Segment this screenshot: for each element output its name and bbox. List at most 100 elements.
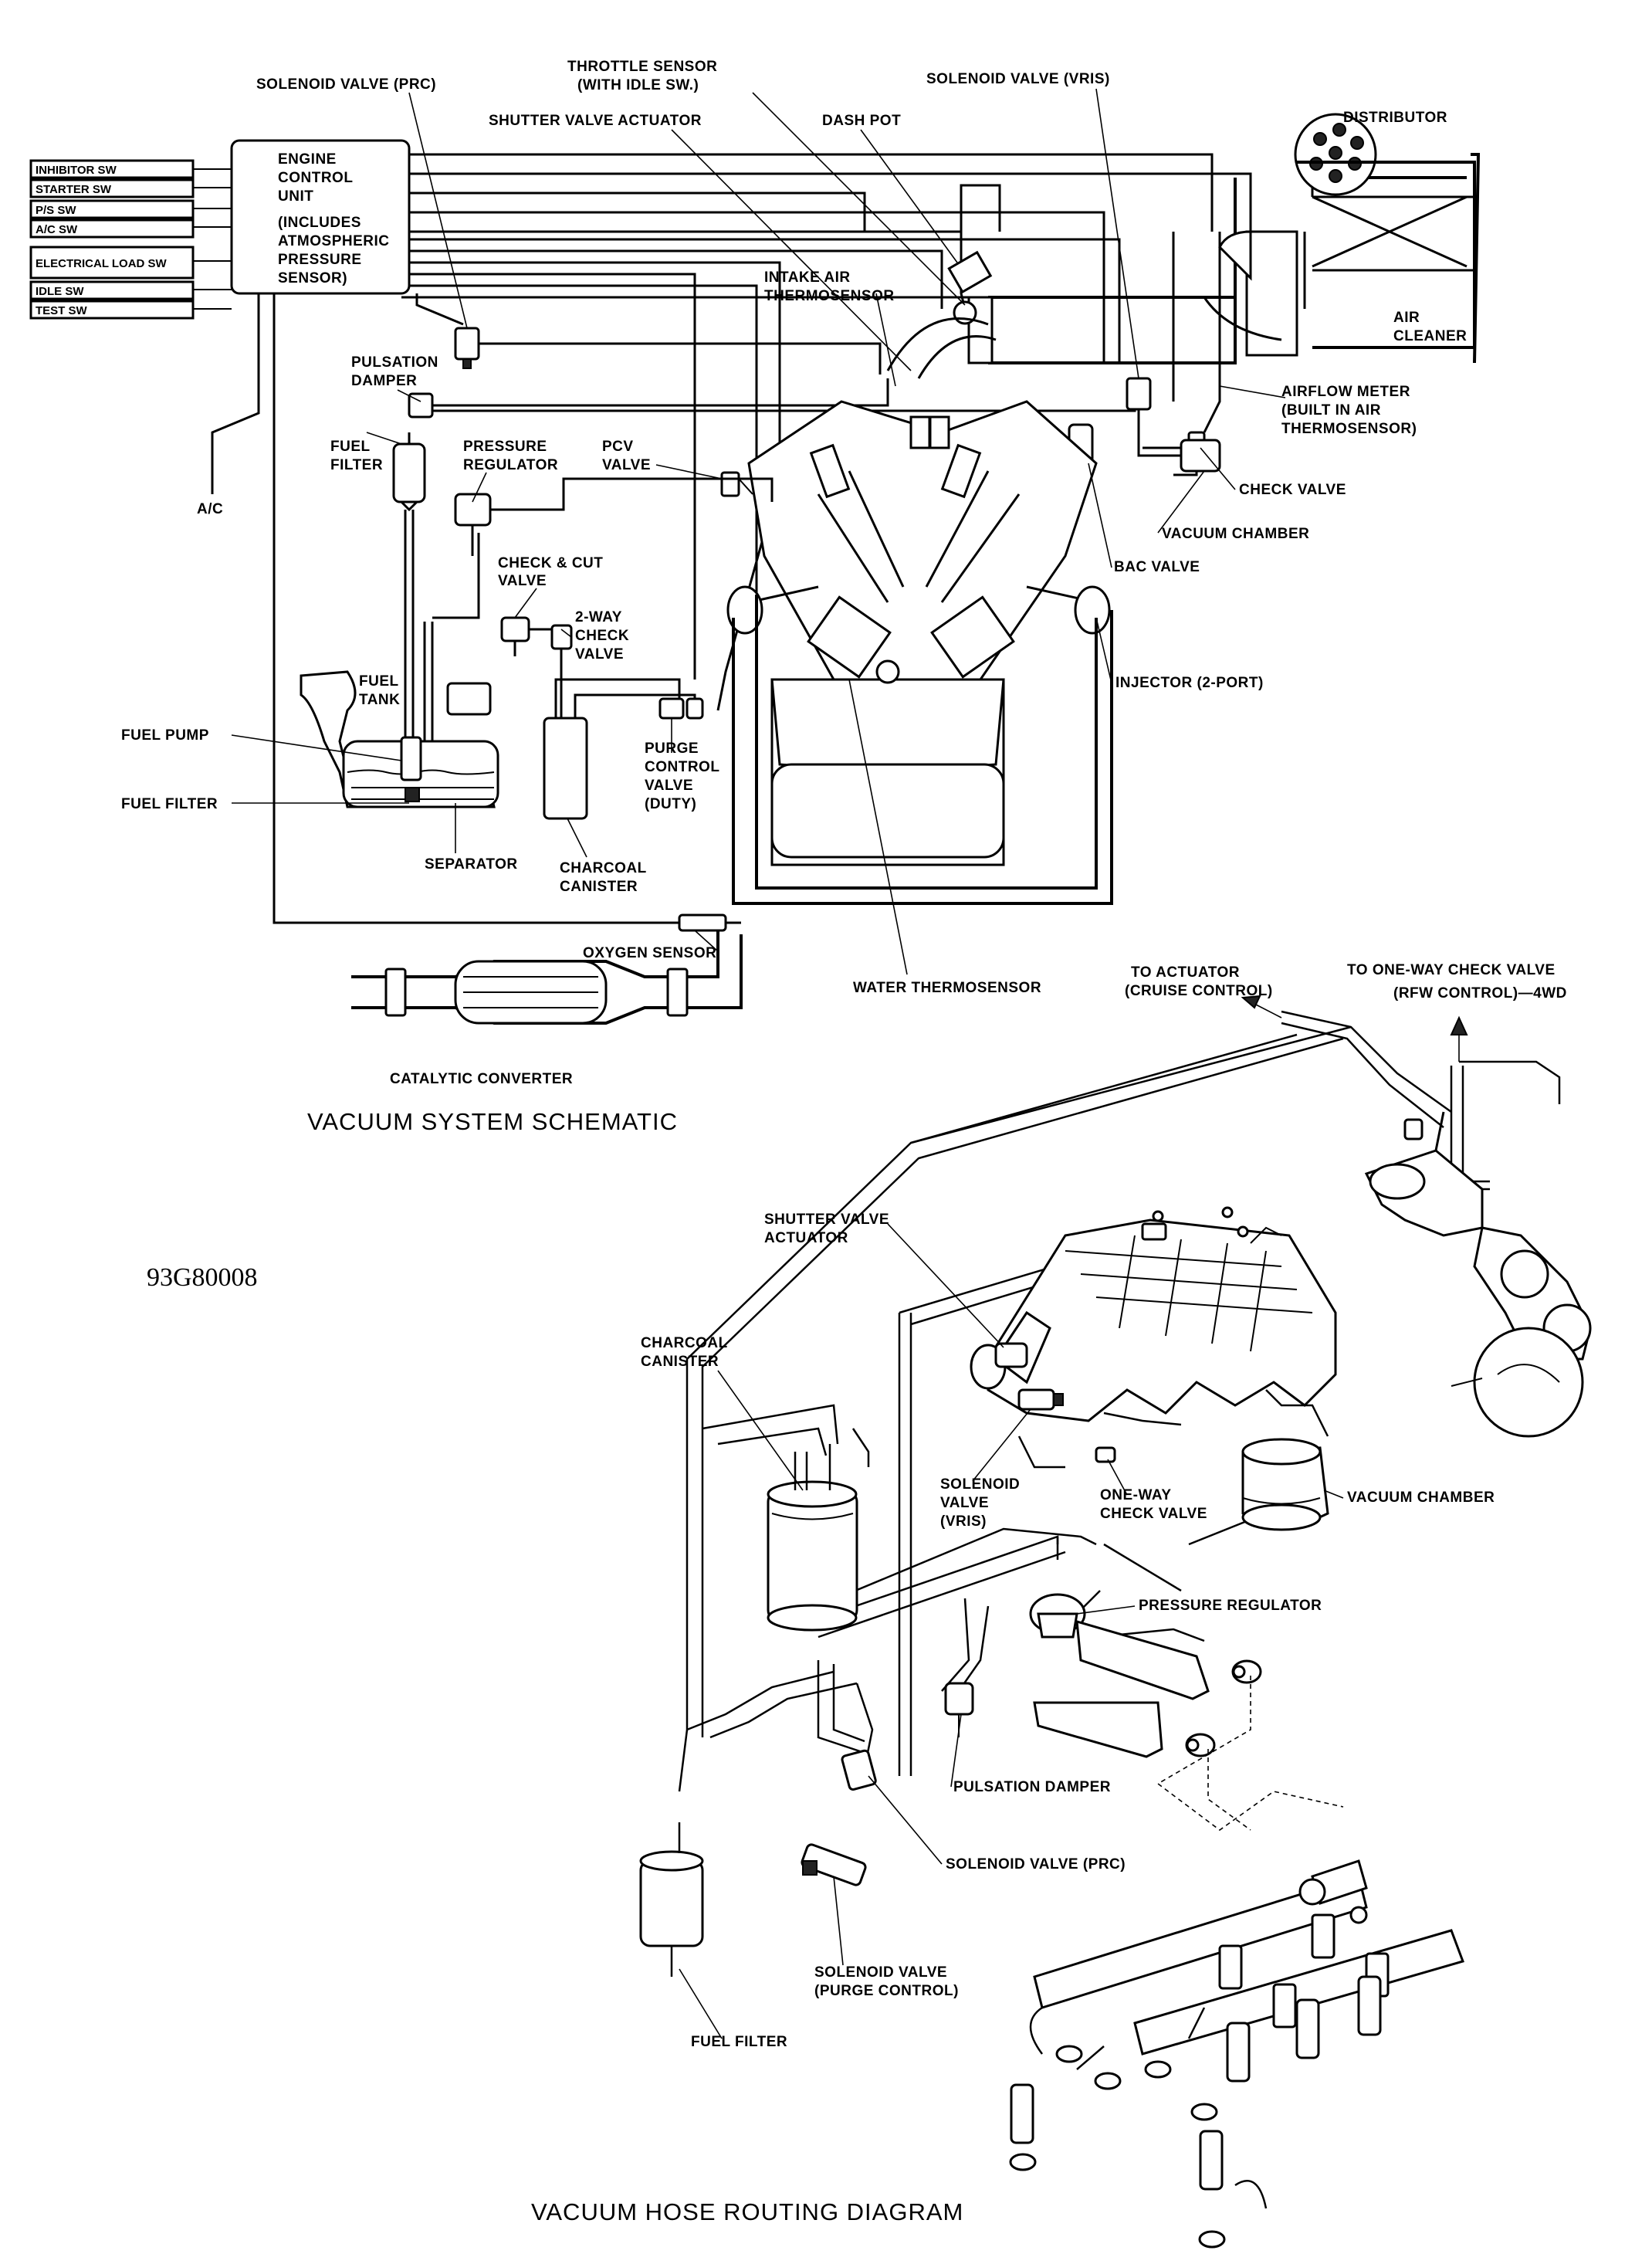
label-shutter-valve-routing: SHUTTER VALVE bbox=[764, 1212, 889, 1228]
dashed-guide bbox=[1156, 1676, 1344, 1831]
label-bac-valve: BAC VALVE bbox=[1114, 559, 1200, 575]
pcv-valve bbox=[720, 471, 753, 497]
label-separator: SEPARATOR bbox=[425, 856, 518, 873]
coolant-loop bbox=[755, 595, 1098, 890]
pressure-regulator bbox=[423, 477, 774, 749]
label-solenoid-vris-routing: SOLENOID bbox=[940, 1476, 1020, 1493]
label-pcv-sub: VALVE bbox=[602, 457, 651, 473]
label-oxygen-sensor: OXYGEN SENSOR bbox=[583, 945, 716, 961]
label-fuel-filter: FUEL bbox=[330, 439, 371, 455]
routing-leaders bbox=[679, 1223, 1344, 2039]
label-intake-air: INTAKE AIR bbox=[764, 269, 851, 286]
label-purge-sub3: (DUTY) bbox=[645, 796, 696, 812]
label-check-valve: CHECK VALVE bbox=[1239, 482, 1346, 498]
label-throttle-sensor-sub: (WITH IDLE SW.) bbox=[577, 77, 699, 93]
label-purge-sub: CONTROL bbox=[645, 759, 719, 775]
switch-label: P/S SW bbox=[36, 204, 76, 217]
label-pressure-regulator-routing: PRESSURE REGULATOR bbox=[1139, 1598, 1322, 1614]
label-fuel-tank-sub: TANK bbox=[359, 692, 400, 708]
purge-control-valve bbox=[658, 697, 704, 720]
label-vacuum-chamber: VACUUM CHAMBER bbox=[1162, 526, 1309, 542]
label-canister: CHARCOAL bbox=[560, 860, 647, 876]
label-distributor: DISTRIBUTOR bbox=[1343, 110, 1447, 126]
engine-block bbox=[726, 400, 1111, 866]
oxygen-sensor bbox=[678, 913, 741, 932]
fuel-tank bbox=[300, 670, 499, 808]
label-solenoid-prc: SOLENOID VALVE (PRC) bbox=[256, 76, 436, 93]
switch-box bbox=[29, 199, 195, 219]
vacuum-chamber-routing bbox=[1241, 1438, 1329, 1531]
label-to-actuator: TO ACTUATOR bbox=[1131, 964, 1240, 981]
solenoid-vris-routing bbox=[1017, 1388, 1064, 1411]
arrow-to-actuator bbox=[1241, 995, 1282, 1018]
label-fuel-tank: FUEL bbox=[359, 673, 399, 690]
schematic-leaders bbox=[231, 88, 1286, 975]
throttle-body bbox=[886, 250, 997, 379]
switch-label: A/C SW bbox=[36, 223, 78, 236]
switch-box bbox=[29, 280, 195, 300]
intake-elbow bbox=[1364, 1111, 1592, 1438]
label-fuel-pump: FUEL PUMP bbox=[121, 727, 209, 744]
label-pulsation-routing: PULSATION DAMPER bbox=[953, 1779, 1111, 1795]
air-cleaner bbox=[988, 153, 1481, 364]
label-pulsation-sub: DAMPER bbox=[351, 373, 417, 389]
label-vacuum-chamber-routing: VACUUM CHAMBER bbox=[1347, 1490, 1495, 1506]
label-canister-routing: CHARCOAL bbox=[641, 1335, 728, 1351]
vacuum-chamber-schematic bbox=[1143, 439, 1221, 473]
label-solenoid-vris-routing-sub: VALVE bbox=[940, 1495, 989, 1511]
figure-code: 93G80008 bbox=[147, 1263, 258, 1292]
switch-box bbox=[29, 246, 195, 280]
label-airflow-sub: (BUILT IN AIR bbox=[1281, 402, 1381, 419]
coolant-loop-outer bbox=[732, 610, 1113, 905]
label-canister-sub: CANISTER bbox=[560, 879, 638, 895]
label-shutter-valve-routing-sub: ACTUATOR bbox=[764, 1230, 848, 1246]
solenoid-purge-routing bbox=[801, 1843, 867, 1886]
switch-label: ELECTRICAL LOAD SW bbox=[36, 257, 168, 270]
ecu-label-line: ENGINE bbox=[278, 151, 337, 168]
label-shutter-valve: SHUTTER VALVE ACTUATOR bbox=[489, 113, 702, 129]
catalytic-converter bbox=[351, 923, 743, 1025]
label-pcv: PCV bbox=[602, 439, 634, 455]
pulsation-damper-routing bbox=[944, 1682, 1163, 1758]
switch-box bbox=[29, 300, 195, 320]
label-two-way-sub: CHECK bbox=[575, 628, 629, 644]
distributor bbox=[1294, 113, 1377, 196]
ecu-label-line: PRESSURE bbox=[278, 252, 362, 268]
label-dash-pot: DASH POT bbox=[822, 113, 901, 129]
label-solenoid-vris: SOLENOID VALVE (VRIS) bbox=[926, 71, 1110, 87]
label-two-way: 2-WAY bbox=[575, 609, 622, 625]
fuel-rail-injectors bbox=[1009, 1859, 1464, 2249]
label-oneway-routing-sub: CHECK VALVE bbox=[1100, 1506, 1207, 1522]
solenoid-prc bbox=[454, 327, 882, 375]
routing-labels: TO ACTUATOR (CRUISE CONTROL) TO ONE-WAY … bbox=[641, 962, 1567, 2050]
label-oneway-routing: ONE-WAY bbox=[1100, 1487, 1172, 1503]
ecu-label-line: (INCLUDES bbox=[278, 215, 361, 231]
label-fuel-filter-sub: FILTER bbox=[330, 457, 383, 473]
label-catalytic: CATALYTIC CONVERTER bbox=[390, 1071, 573, 1087]
switch-label: STARTER SW bbox=[36, 183, 112, 196]
ecu-label-line: CONTROL bbox=[278, 170, 353, 186]
label-throttle-sensor: THROTTLE SENSOR bbox=[567, 59, 717, 75]
switch-box bbox=[29, 159, 195, 179]
label-ac: A/C bbox=[197, 501, 223, 517]
schematic-labels: SOLENOID VALVE (PRC) THROTTLE SENSOR (WI… bbox=[121, 59, 1467, 1087]
label-intake-air-sub: THERMOSENSOR bbox=[764, 288, 895, 304]
label-pressure-regulator-sub: REGULATOR bbox=[463, 457, 558, 473]
label-air-cleaner: AIR bbox=[1393, 310, 1420, 326]
label-check-cut-sub: VALVE bbox=[498, 573, 547, 589]
label-canister-routing-sub: CANISTER bbox=[641, 1354, 719, 1370]
label-solenoid-vris-routing-sub2: (VRIS) bbox=[940, 1513, 987, 1530]
label-to-oneway-sub: (RFW CONTROL)—4WD bbox=[1393, 985, 1567, 1002]
fuel-filter-top bbox=[392, 432, 426, 741]
one-way-check-valve-routing bbox=[1095, 1446, 1116, 1463]
switch-label: INHIBITOR SW bbox=[36, 164, 117, 177]
label-purge-sub2: VALVE bbox=[645, 778, 693, 794]
shutter-valve-actuator bbox=[994, 1342, 1028, 1368]
label-water-thermo: WATER THERMOSENSOR bbox=[853, 980, 1041, 996]
pressure-regulator-routing bbox=[1029, 1593, 1210, 1700]
routing-title: VACUUM HOSE ROUTING DIAGRAM bbox=[531, 2198, 963, 2225]
arrow-to-oneway bbox=[1450, 1015, 1468, 1062]
label-air-cleaner-sub: CLEANER bbox=[1393, 328, 1467, 344]
